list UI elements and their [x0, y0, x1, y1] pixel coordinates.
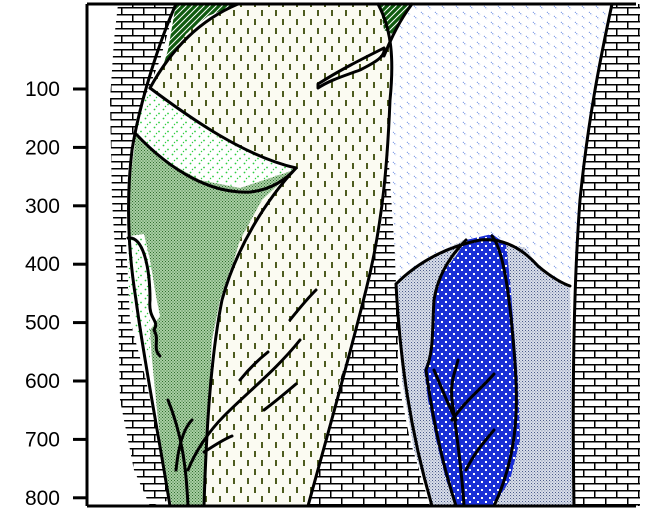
depth-label: 400 [25, 253, 60, 276]
depth-label: 300 [25, 195, 60, 218]
depth-label: 500 [25, 312, 60, 335]
depth-label: 700 [25, 428, 60, 451]
depth-label: 100 [25, 78, 60, 101]
depth-labels: 100 200 300 400 500 600 700 800 [25, 78, 60, 510]
depth-ticks [73, 89, 87, 498]
depth-label: 800 [25, 487, 60, 510]
depth-label: 200 [25, 136, 60, 159]
depth-label: 600 [25, 370, 60, 393]
